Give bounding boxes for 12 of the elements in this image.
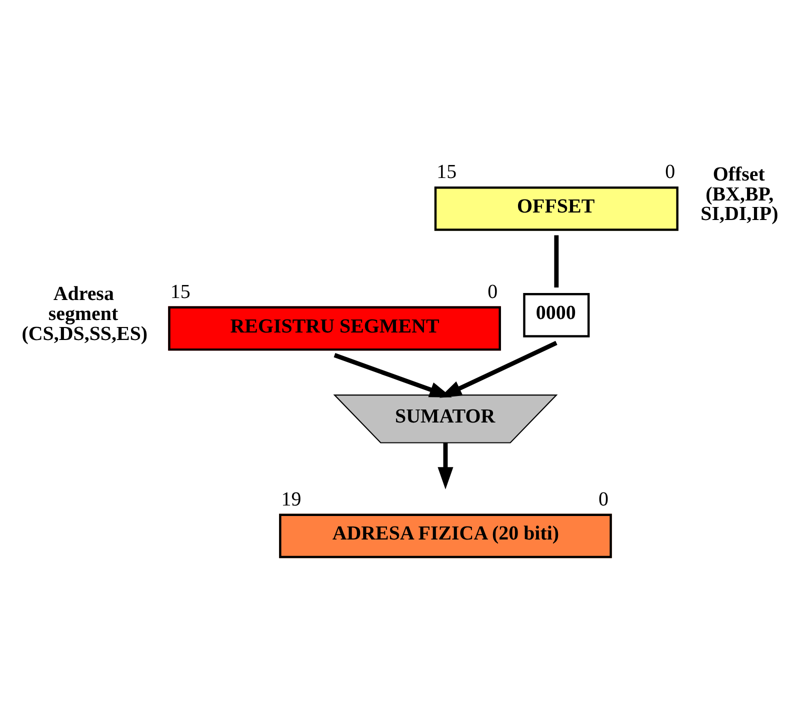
node-label: 15 [170,280,190,303]
node-label: 15 [436,161,457,184]
node-label: 0 [665,161,676,184]
arrow [438,442,454,490]
arrow [439,340,558,398]
node-label: Offset (BX,BP, SI,DI,IP) [700,163,778,226]
node-label: Adresa segment (CS,DS,SS,ES) [22,283,148,346]
node-label: 0 [598,488,609,510]
connector [554,235,559,288]
arrow [334,353,452,398]
node-label: 0 [488,280,498,303]
node-label: 19 [281,488,302,510]
